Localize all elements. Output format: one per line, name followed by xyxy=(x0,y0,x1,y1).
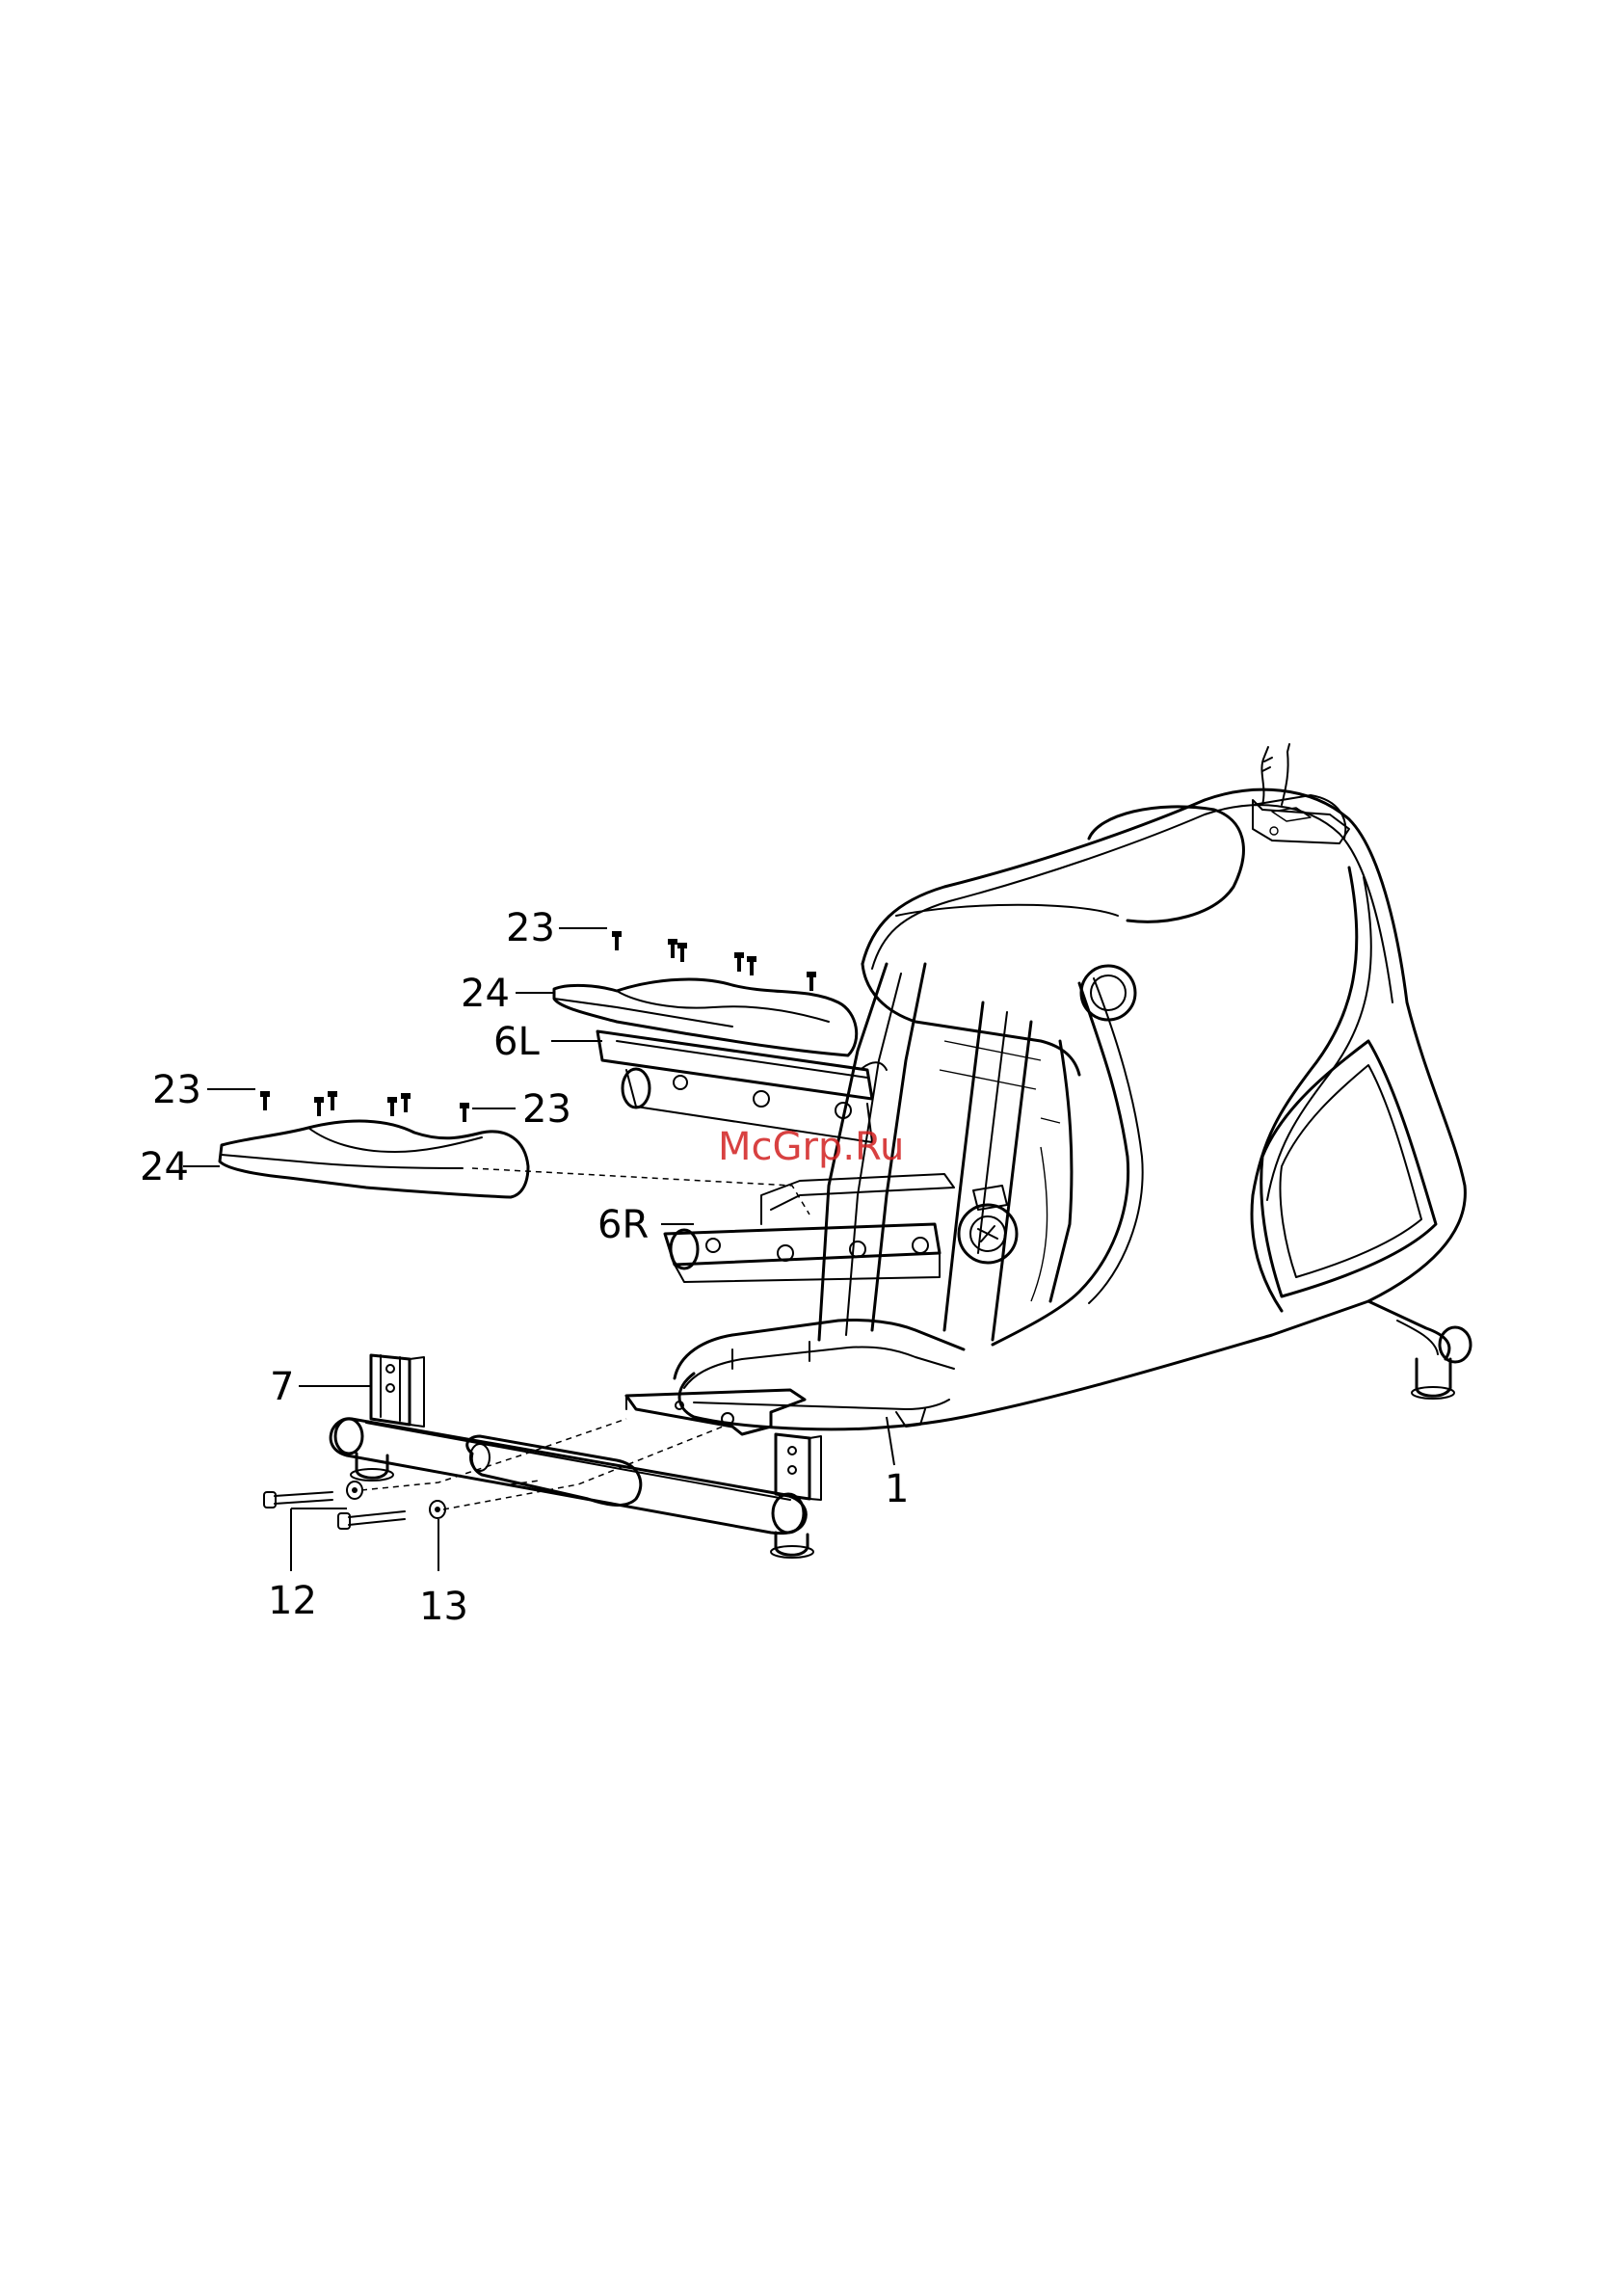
watermark-text: McGrp.Ru xyxy=(718,1125,904,1169)
label-screw-23-mid-right: 23 xyxy=(522,1087,571,1132)
label-front-stabilizer-7: 7 xyxy=(270,1365,294,1409)
screw-23-e xyxy=(260,1091,270,1110)
pedal-arm-right-drawing xyxy=(665,1174,954,1282)
label-screw-23-mid-left: 23 xyxy=(152,1068,201,1112)
bolt-12-drawing xyxy=(264,1492,405,1529)
label-main-frame-1: 1 xyxy=(885,1467,909,1511)
screw-23-a xyxy=(612,931,622,950)
front-stabilizer-drawing xyxy=(331,1355,821,1558)
cover-lower-drawing xyxy=(220,1121,528,1197)
assembly-dashed-lines xyxy=(361,1168,809,1509)
label-screw-23-top: 23 xyxy=(506,906,555,950)
part-labels: 23 24 6L 23 23 24 6R 7 1 12 13 xyxy=(140,906,909,1629)
label-washer-13: 13 xyxy=(419,1585,468,1629)
label-pedal-arm-6l: 6L xyxy=(493,1020,540,1064)
label-bolt-12: 12 xyxy=(268,1579,317,1623)
screw-23-g xyxy=(387,1093,411,1116)
screw-23-d xyxy=(807,972,816,991)
screw-23-f xyxy=(314,1091,337,1116)
label-cover-24-lower: 24 xyxy=(140,1145,189,1189)
label-cover-24-upper: 24 xyxy=(461,972,510,1016)
label-pedal-arm-6r: 6R xyxy=(597,1203,649,1247)
screw-23-h xyxy=(460,1103,469,1122)
screw-23-b xyxy=(668,939,687,962)
screw-23-c xyxy=(734,952,756,975)
